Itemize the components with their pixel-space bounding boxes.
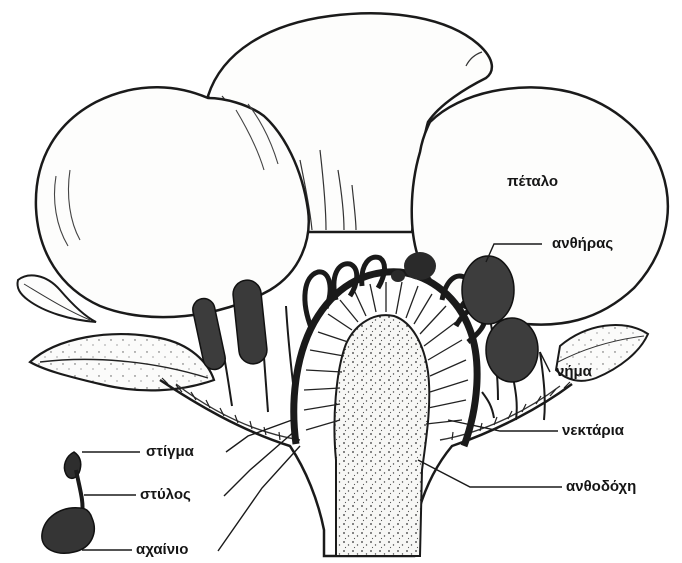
label-stigma: στίγμα	[146, 444, 194, 459]
label-nectaries: νεκτάρια	[562, 423, 624, 438]
label-style: στύλος	[140, 487, 191, 502]
petal-left	[36, 87, 309, 317]
label-filament: νήμα	[556, 364, 592, 379]
label-receptacle: ανθοδόχη	[566, 479, 636, 494]
label-petal: πέταλο	[507, 174, 558, 189]
petal-right	[412, 87, 668, 324]
label-ovary: αχαίνιο	[136, 542, 188, 557]
carpel-inset	[42, 452, 94, 553]
stamens-left	[191, 279, 296, 412]
sepal-left	[30, 334, 214, 390]
label-anther: ανθήρας	[552, 236, 613, 251]
pistil-column	[334, 315, 429, 556]
